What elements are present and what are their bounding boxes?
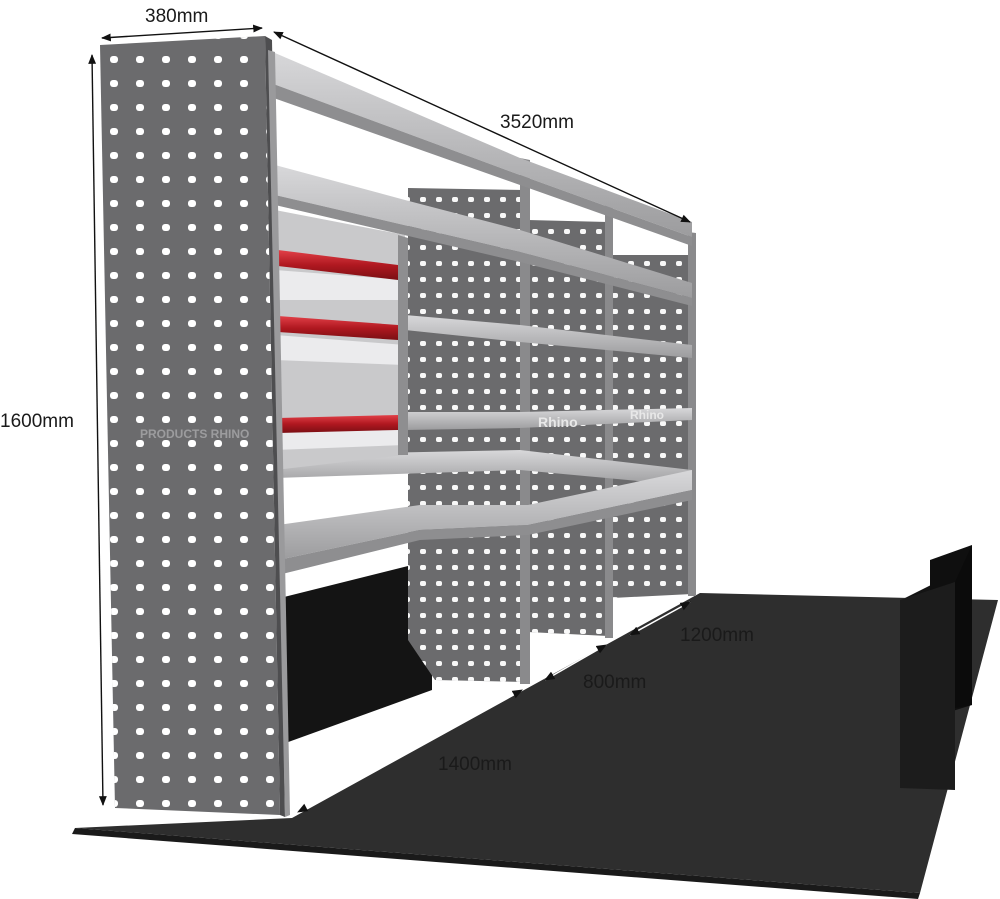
back-panel-bay-1 (408, 188, 525, 682)
back-panel-bay-2 (528, 220, 608, 636)
end-panel (100, 36, 290, 817)
drawer-handle-2 (278, 316, 398, 340)
dimension-length: 3520mm (273, 31, 691, 223)
van-floor (75, 593, 998, 893)
dim-height-label: 1600mm (0, 411, 74, 432)
dimension-height: 1600mm (0, 54, 107, 806)
dim-depth-label: 380mm (145, 6, 208, 27)
back-panel-bay-3 (612, 255, 692, 598)
shelf-bottom (278, 470, 692, 575)
floor-edge (72, 828, 920, 899)
dimension-depth: 380mm (101, 6, 263, 42)
drawer-handle-3 (278, 415, 398, 433)
panel-logo-bay-3: Rhino (630, 408, 664, 422)
dimension-bay-1: 1400mm (297, 689, 523, 813)
drawer-handle-1 (278, 250, 398, 280)
shelf-3 (405, 315, 692, 358)
panel-logo-bay-2: Rhino (538, 414, 578, 430)
dim-bay-3-label: 1200mm (680, 625, 754, 646)
end-panel-logo: PRODUCTS RHINO (140, 427, 249, 441)
dim-bay-1-label: 1400mm (438, 754, 512, 775)
dim-length-label: 3520mm (500, 112, 574, 133)
dimension-bay-2: 800mm (544, 644, 646, 693)
shelf-5 (275, 450, 692, 486)
dimension-bay-3: 1200mm (629, 601, 754, 646)
dim-bay-2-label: 800mm (583, 672, 646, 693)
wheel-arch-block (900, 545, 972, 790)
shelf-4 (405, 408, 692, 430)
